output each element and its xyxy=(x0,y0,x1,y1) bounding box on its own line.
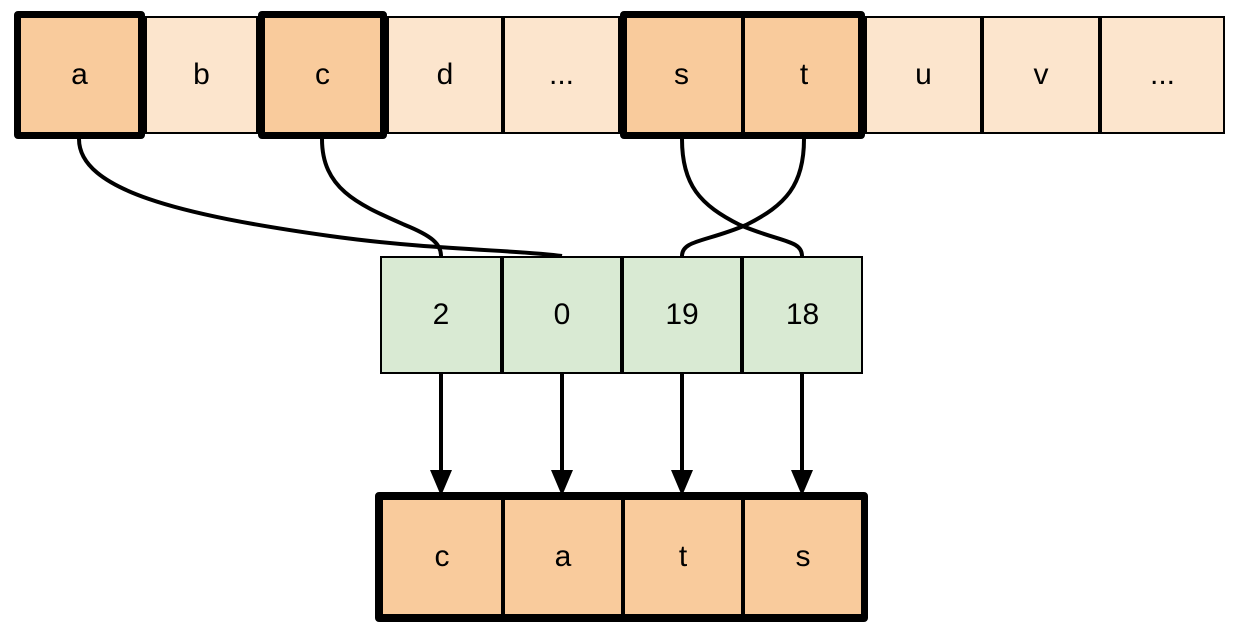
connector-t-to-19 xyxy=(680,138,806,257)
index-cell-0[interactable]: 0 xyxy=(502,256,622,374)
index-cell-2[interactable]: 2 xyxy=(380,256,502,374)
result-cell-s[interactable]: s xyxy=(743,498,863,616)
alphabet-cell-b[interactable]: b xyxy=(145,16,258,134)
connector-s-to-18 xyxy=(680,138,804,257)
arrow-18-to-s xyxy=(791,374,813,496)
result-cell-c[interactable]: c xyxy=(381,498,503,616)
alphabet-cell-ellipsis-2[interactable]: ... xyxy=(1100,16,1225,134)
alphabet-cell-c[interactable]: c xyxy=(258,16,387,134)
alphabet-cell-v[interactable]: v xyxy=(982,16,1100,134)
result-cell-a[interactable]: a xyxy=(503,498,623,616)
result-cell-t[interactable]: t xyxy=(623,498,743,616)
index-cell-18[interactable]: 18 xyxy=(742,256,863,374)
index-cell-19[interactable]: 19 xyxy=(622,256,742,374)
alphabet-cell-u[interactable]: u xyxy=(865,16,982,134)
arrow-0-to-a xyxy=(551,374,573,496)
alphabet-cell-a[interactable]: a xyxy=(14,16,145,134)
arrow-19-to-t xyxy=(671,374,693,496)
alphabet-cell-t[interactable]: t xyxy=(743,16,865,134)
alphabet-cell-ellipsis-1[interactable]: ... xyxy=(503,16,620,134)
alphabet-cell-d[interactable]: d xyxy=(387,16,503,134)
arrow-2-to-c xyxy=(430,374,452,496)
connector-c-to-2 xyxy=(320,138,443,257)
connector-a-to-0 xyxy=(77,138,563,258)
alphabet-cell-s[interactable]: s xyxy=(620,16,743,134)
